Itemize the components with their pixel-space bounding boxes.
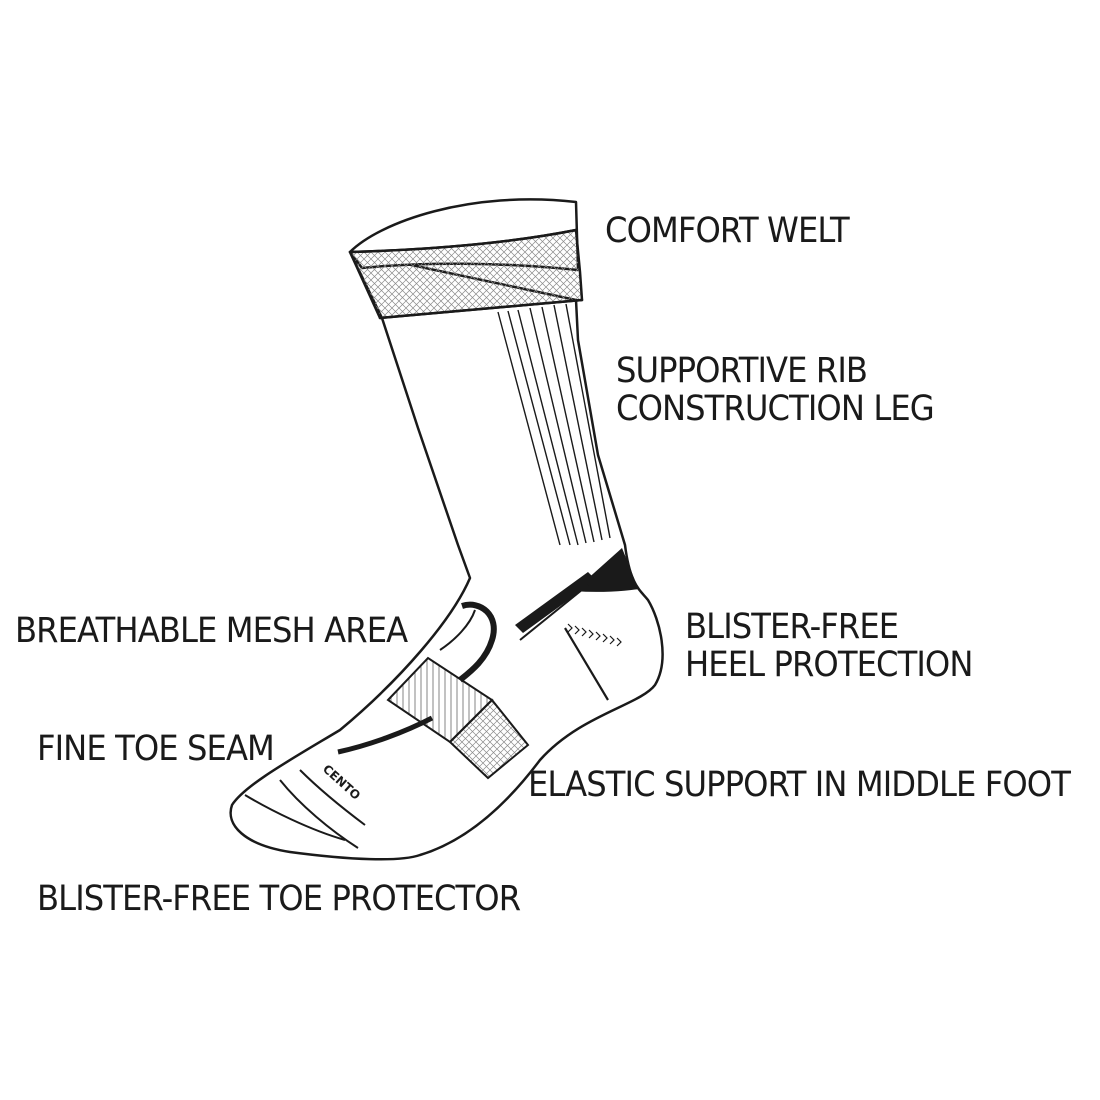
label-toe-protector: BLISTER-FREE TOE PROTECTOR <box>37 879 521 919</box>
ankle-stripe-thin <box>519 584 589 641</box>
ankle-stripe <box>515 572 596 633</box>
elastic-band-lower <box>448 698 530 780</box>
heel-chevrons <box>567 623 622 647</box>
rib-lines <box>497 303 611 546</box>
label-breathable-mesh: BREATHABLE MESH AREA <box>15 611 408 651</box>
label-comfort-welt: COMFORT WELT <box>605 211 850 251</box>
welt-bottom-edge <box>378 298 584 320</box>
welt-top-edge <box>348 228 578 254</box>
toe-seam-lines <box>279 715 434 849</box>
label-heel-protection: BLISTER-FREE HEEL PROTECTION <box>685 607 973 685</box>
toe-protector-line <box>244 794 346 841</box>
sock-outline <box>229 198 664 861</box>
label-fine-toe-seam: FINE TOE SEAM <box>37 729 275 769</box>
label-supportive-rib: SUPPORTIVE RIB CONSTRUCTION LEG <box>616 351 935 429</box>
label-elastic-support: ELASTIC SUPPORT IN MIDDLE FOOT <box>528 765 1071 805</box>
mesh-area-curves <box>439 601 497 683</box>
sock-leg-outline <box>229 250 664 861</box>
